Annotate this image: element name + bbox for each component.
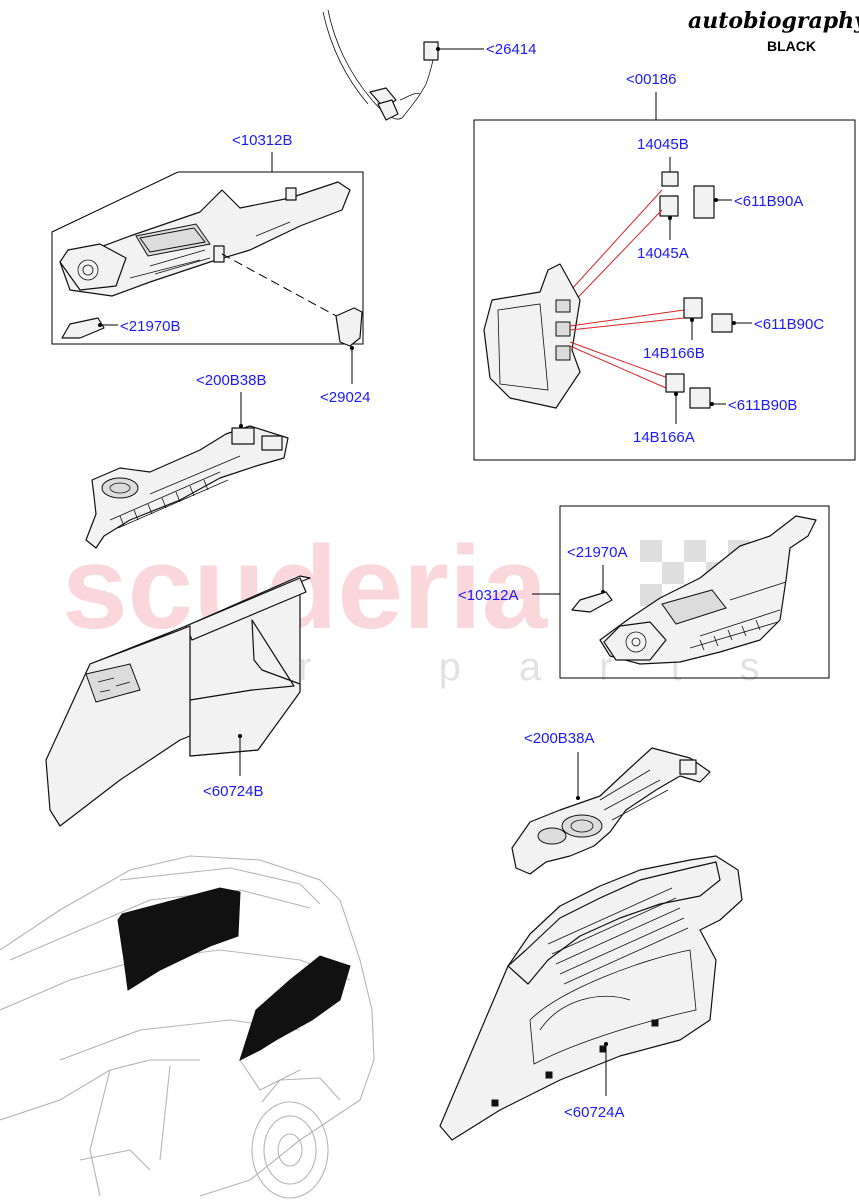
part-60724B-side-trim <box>45 575 311 827</box>
brand-subtitle: BLACK <box>767 38 816 54</box>
box-10312A <box>559 505 830 679</box>
part-200B38A-bracket <box>511 747 711 875</box>
label-00186: <00186 <box>626 71 676 88</box>
part-26414-harness <box>322 9 439 121</box>
label-60724A: <60724A <box>564 1104 624 1121</box>
label-611B90A: <611B90A <box>734 193 803 210</box>
part-14045B-switch <box>661 171 679 187</box>
label-200B38B: <200B38B <box>196 372 266 389</box>
leader-29024-dash <box>221 253 341 319</box>
label-14045B: 14045B <box>637 136 689 153</box>
red-link-mid <box>569 309 685 331</box>
label-26414: <26414 <box>486 41 536 58</box>
label-14B166A: 14B166A <box>633 429 695 446</box>
part-14B166B-switch <box>683 297 703 319</box>
part-200B38B-bracket <box>85 425 289 549</box>
label-10312B: <10312B <box>232 132 292 149</box>
box-10312B <box>51 171 364 345</box>
part-14B166A-switch <box>665 373 685 393</box>
watermark-main: scuderia <box>62 522 549 654</box>
label-611B90B: <611B90B <box>728 397 797 414</box>
label-611B90C: <611B90C <box>754 316 824 333</box>
brand-title: autobiography <box>688 8 859 34</box>
part-611B90A-bezel <box>693 185 715 219</box>
part-611B90C-bezel <box>711 313 733 333</box>
label-14B166B: 14B166B <box>643 345 705 362</box>
part-29024-bracket <box>335 307 363 347</box>
part-10312B-console-trim <box>59 181 351 297</box>
red-link-low <box>569 341 669 389</box>
part-60724A-side-trim <box>439 855 743 1141</box>
label-21970A: <21970A <box>567 544 627 561</box>
label-10312A: <10312A <box>458 587 518 604</box>
part-611B90B-bezel <box>689 387 711 409</box>
label-14045A: 14045A <box>637 245 689 262</box>
vehicle-locator-illustration <box>0 855 375 1199</box>
label-60724B: <60724B <box>203 783 263 800</box>
label-29024: <29024 <box>320 389 370 406</box>
part-21970B-clip <box>61 317 105 339</box>
box-00186 <box>473 119 856 461</box>
label-200B38A: <200B38A <box>524 730 594 747</box>
part-21970A-clip <box>571 591 613 613</box>
label-21970B: <21970B <box>120 318 180 335</box>
part-14045A-switch <box>659 195 679 217</box>
part-00186-trim-panel <box>483 263 581 409</box>
part-10312A-console-trim <box>599 515 817 665</box>
